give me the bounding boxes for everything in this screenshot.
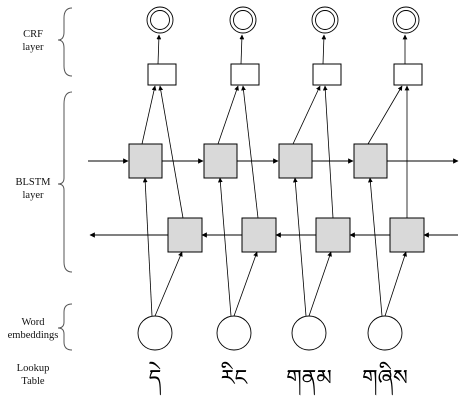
word-embedding-node-3 [291,315,327,351]
blstm-brace [57,91,73,273]
token-3: གནམ [286,366,332,391]
crf2-to-out2 [239,34,245,65]
embed1-to-bwd1 [154,251,183,317]
embed2-to-bwd2 [233,251,258,317]
blstm-layer-label-line2: layer [22,190,44,201]
lookup-table-label: Lookup Table [3,362,63,388]
crf-layer-label-line1: CRF [23,29,43,40]
forward-lstm-cell-1 [128,143,163,179]
lookup-table-label-line1: Lookup [16,363,50,374]
backward-lstm-cell-1 [167,217,203,253]
crf-output-node-1 [146,6,174,34]
backward-lstm-cell-3 [315,217,351,253]
embed2-to-fwd2 [217,177,232,317]
blstm-layer-label-line1: BLSTM [15,177,51,188]
forward-lstm-cell-4 [353,143,388,179]
crf1-to-out1 [156,34,162,65]
token-4: གཞིས [362,366,408,391]
embeddings-brace [57,303,73,351]
token-1: དེ [148,366,162,391]
crf-output-node-2 [229,6,257,34]
crf-output-node-4 [392,6,420,34]
word-embeddings-label-line2: embeddings [7,330,59,341]
fwd1-to-crf1 [141,85,157,145]
embed3-to-fwd3 [292,177,307,317]
bwd2-to-crf2 [241,85,259,219]
embed4-to-fwd4 [367,177,383,317]
crf-layer-label-line2: layer [22,42,44,53]
bwd3-to-crf3 [322,85,334,219]
crf-output-node-3 [311,6,339,34]
fwd3-to-crf3 [292,85,321,145]
blstm-layer-label: BLSTM layer [3,176,63,202]
backward-lstm-cell-2 [241,217,277,253]
embed1-to-fwd1 [142,177,153,317]
crf-box-2 [230,63,260,86]
word-embedding-node-1 [137,315,173,351]
backward-lstm-cell-4 [389,217,425,253]
word-embeddings-label-line1: Word [21,317,45,328]
crf-box-4 [393,63,423,86]
word-embedding-node-4 [367,315,403,351]
lookup-table-label-line2: Table [21,376,45,387]
token-2: རིང [220,366,248,391]
crf3-to-out3 [321,34,327,65]
fwd4-to-crf4 [367,85,403,145]
crf-layer-label: CRF layer [3,28,63,54]
embed4-to-bwd4 [384,251,407,317]
crf-box-1 [147,63,177,86]
crf-brace [57,7,73,77]
word-embeddings-label: Word embeddings [3,316,63,342]
crf-box-3 [312,63,342,86]
fwd2-to-crf2 [217,85,239,145]
word-embedding-node-2 [216,315,252,351]
bwd1-to-crf1 [158,85,184,219]
embed3-to-bwd3 [308,251,332,317]
forward-lstm-cell-2 [203,143,238,179]
forward-lstm-cell-3 [278,143,313,179]
